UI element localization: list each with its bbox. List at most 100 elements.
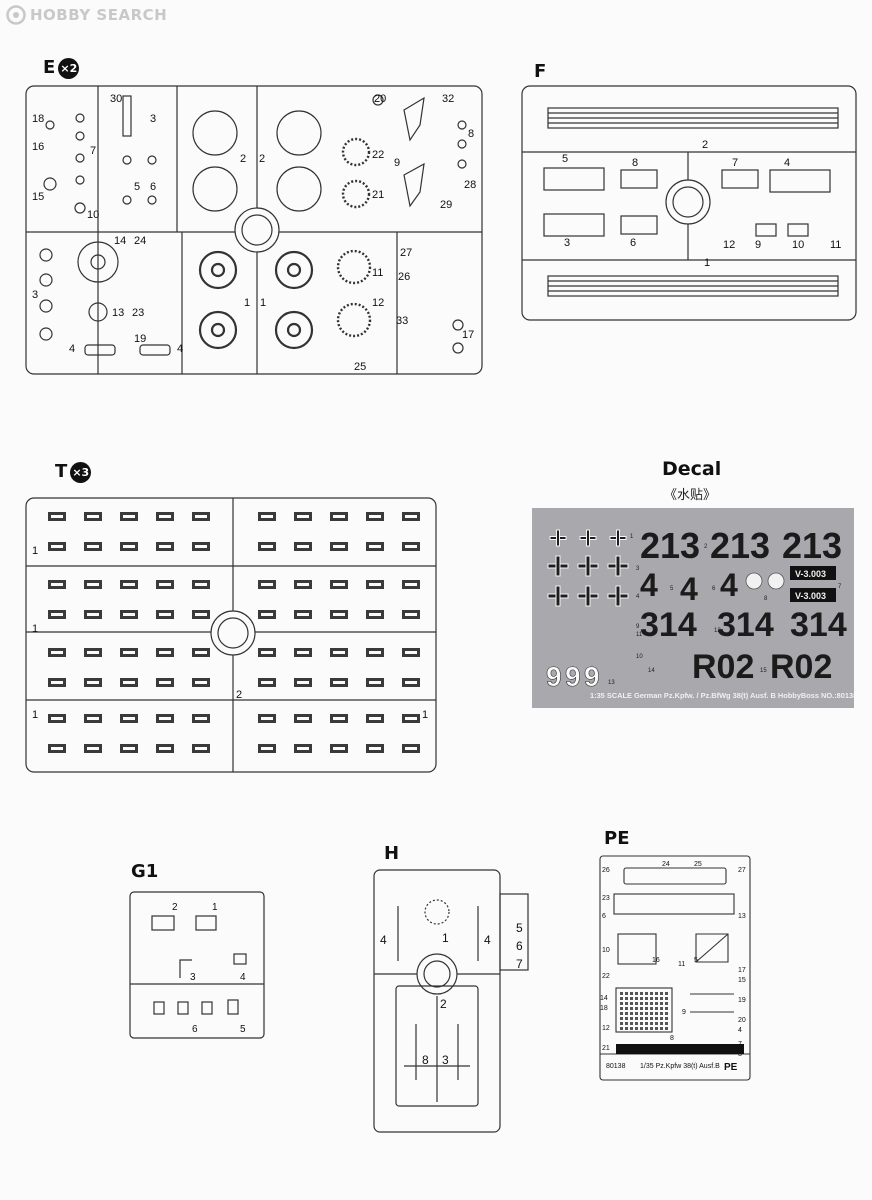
track-link-part: [192, 744, 210, 753]
track-link-part: [84, 610, 102, 619]
num: 4: [484, 933, 491, 947]
grille-hole: [645, 1022, 648, 1025]
num: 9: [682, 1009, 686, 1016]
grille-hole: [620, 1017, 623, 1020]
num: 18: [32, 113, 44, 125]
grille-hole: [635, 1027, 638, 1030]
track-link-part: [156, 714, 174, 723]
grille-hole: [665, 992, 668, 995]
grille-hole: [665, 997, 668, 1000]
num: 25: [694, 861, 702, 868]
sprue-e-numbers: 18 7 16 15 10 30 3 5 6 2 2 20 22 21 32 8…: [32, 93, 476, 373]
track-link-part: [48, 678, 66, 687]
track-link-part: [120, 542, 138, 551]
num: 4: [784, 157, 790, 169]
track-link-part: [120, 512, 138, 521]
grille-hole: [640, 1027, 643, 1030]
grille-hole: [660, 997, 663, 1000]
grille-hole: [655, 1012, 658, 1015]
grille-hole: [650, 1017, 653, 1020]
grille-hole: [640, 1012, 643, 1015]
num: 15: [738, 977, 746, 984]
track-link-part: [48, 744, 66, 753]
decal-sheet: 213 213 213 4 4 4 314 314 314 R02 R02 9 …: [532, 508, 854, 708]
track-link-part: [156, 744, 174, 753]
grille-hole: [665, 1027, 668, 1030]
grille-hole: [625, 997, 628, 1000]
track-link-part: [402, 512, 420, 521]
num: 6: [602, 913, 606, 920]
num: 8: [632, 157, 638, 169]
track-link-part: [258, 512, 276, 521]
grille-hole: [660, 992, 663, 995]
grille-hole: [650, 997, 653, 1000]
decal-sheet-bg: [532, 508, 854, 708]
track-link-part: [294, 714, 312, 723]
track-link-part: [330, 610, 348, 619]
sprue-f-numbers: 2 5 8 7 4 3 6 12 9 10 11 1: [562, 139, 841, 269]
track-link-part: [402, 714, 420, 723]
track-link-part: [294, 580, 312, 589]
num: 4: [380, 933, 387, 947]
grille-hole: [655, 1017, 658, 1020]
track-link-part: [156, 678, 174, 687]
sprue-f-fenders: [547, 107, 839, 297]
sprue-f-plates: [543, 167, 831, 237]
grille-hole: [655, 1002, 658, 1005]
num: 28: [464, 179, 476, 191]
track-link-part: [258, 714, 276, 723]
num: 7: [732, 157, 738, 169]
pe-fret-frame: [599, 855, 751, 1081]
idx: 12: [714, 628, 721, 634]
num: 8: [468, 128, 474, 140]
track-link-part: [294, 512, 312, 521]
idx: 9: [636, 624, 640, 630]
track-link-part: [120, 610, 138, 619]
num: 20: [374, 93, 386, 105]
num: 4: [240, 972, 246, 983]
grille-hole: [655, 1027, 658, 1030]
track-link-part: [294, 678, 312, 687]
grille-hole: [635, 1002, 638, 1005]
num: 21: [602, 1045, 610, 1052]
sprue-e-label: E×2: [43, 57, 80, 79]
num: 1: [422, 709, 428, 721]
decal-caption: 1:35 SCALE German Pz.Kpfw. / Pz.BfWg 38(…: [590, 691, 854, 700]
track-link-part: [294, 610, 312, 619]
grille-hole: [645, 1007, 648, 1010]
grille-hole: [645, 1027, 648, 1030]
grille-hole: [625, 1007, 628, 1010]
track-link-part: [156, 648, 174, 657]
num: 4: [69, 343, 75, 355]
num: 19: [134, 333, 146, 345]
grille-hole: [645, 992, 648, 995]
num: 10: [792, 239, 804, 251]
grille-hole: [650, 1027, 653, 1030]
hobby-search-logo-icon: [6, 5, 26, 25]
num: 1: [442, 931, 449, 945]
decal-num-314: 314: [790, 606, 847, 644]
idx: 13: [608, 680, 615, 686]
balkenkreuz-icon: [607, 555, 629, 577]
decal-num-9: 9: [565, 661, 581, 692]
track-link-part: [258, 580, 276, 589]
decal-num-4: 4: [640, 567, 658, 603]
num: 3: [150, 113, 156, 125]
num: 7: [516, 957, 523, 971]
idx: 6: [712, 586, 716, 592]
num: 11: [830, 239, 841, 251]
grille-hole: [625, 1012, 628, 1015]
sprue-e-sprockets: [336, 137, 372, 338]
grille-hole: [665, 1007, 668, 1010]
num: 3: [32, 289, 38, 301]
sprue-e-letter: E: [43, 57, 56, 78]
balkenkreuz-icon: [577, 555, 599, 577]
num: 23: [132, 307, 144, 319]
plate-text: V-3.003: [795, 569, 826, 579]
balkenkreuz-icon: [579, 529, 597, 547]
track-link-part: [294, 542, 312, 551]
track-link-part: [366, 580, 384, 589]
grille-hole: [635, 1012, 638, 1015]
grille-hole: [660, 1002, 663, 1005]
track-link-part: [258, 610, 276, 619]
